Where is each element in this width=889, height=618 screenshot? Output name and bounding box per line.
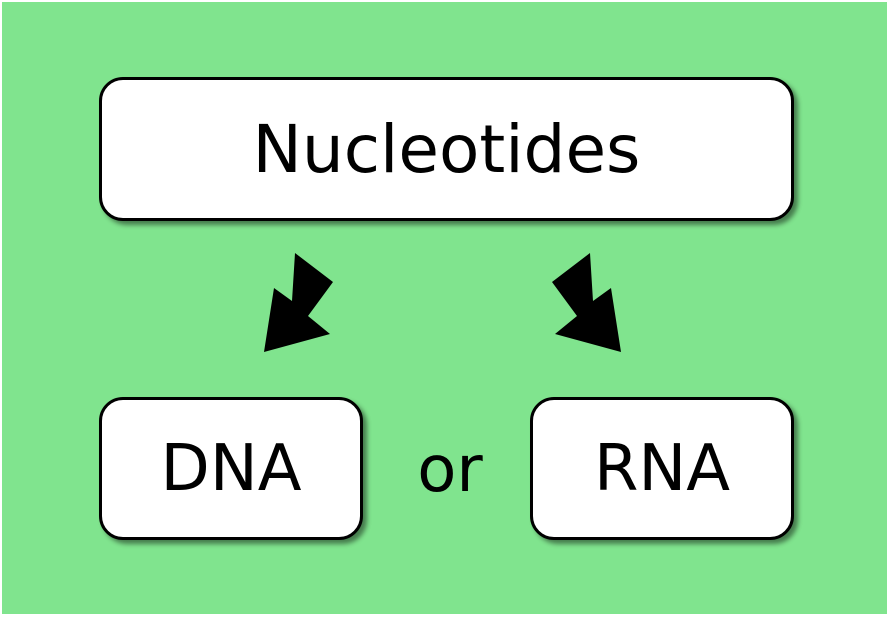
rna-label: RNA [593,431,731,506]
dna-label: DNA [160,431,302,506]
arrow-to-dna [264,253,333,352]
or-connector: or [395,430,505,510]
rna-node: RNA [530,397,794,540]
nucleotides-label: Nucleotides [252,110,641,188]
dna-node: DNA [99,397,363,540]
nucleotides-node: Nucleotides [99,77,794,221]
arrow-to-rna [552,253,621,352]
or-label: or [417,433,483,507]
